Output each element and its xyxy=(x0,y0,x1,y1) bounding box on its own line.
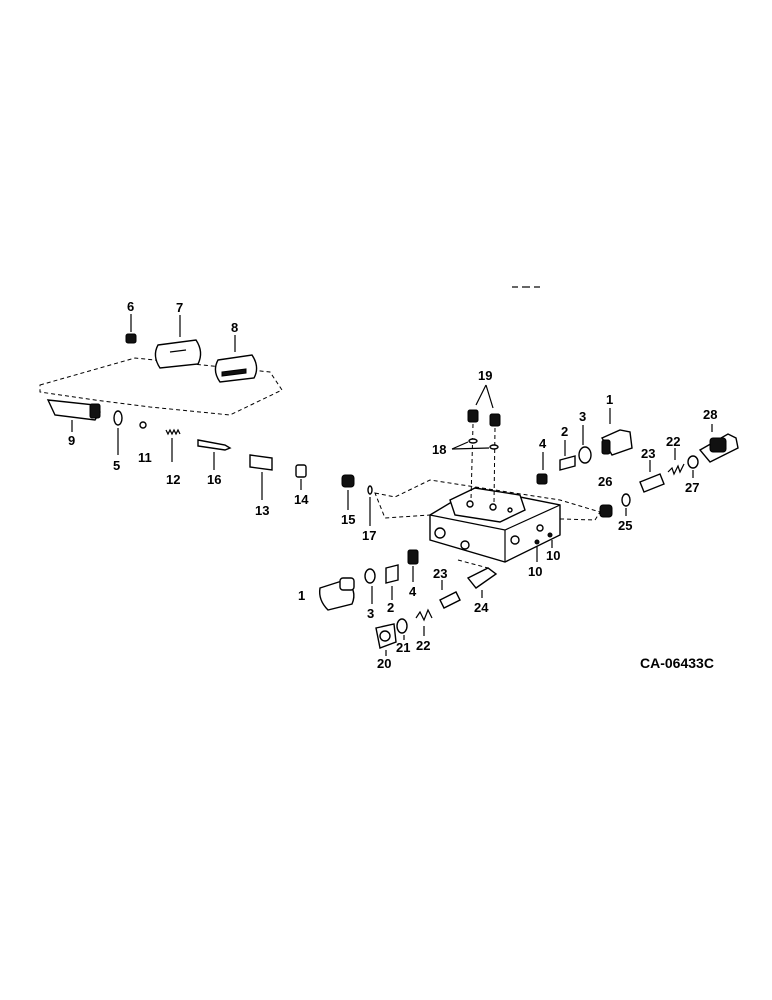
drawing-code: CA-06433C xyxy=(640,655,714,671)
label-10-lower: 10 xyxy=(528,564,542,579)
part-8-sleeve xyxy=(214,335,258,383)
label-13: 13 xyxy=(255,503,269,518)
part-4-upper xyxy=(536,452,548,485)
label-18: 18 xyxy=(432,442,446,457)
label-8: 8 xyxy=(231,320,238,335)
part-9-spool xyxy=(46,399,101,432)
label-20: 20 xyxy=(377,656,391,671)
label-12: 12 xyxy=(166,472,180,487)
part-13-plug xyxy=(249,454,273,500)
part-25-ring xyxy=(621,493,631,516)
label-2-upper: 2 xyxy=(561,424,568,439)
part-1-upper-plug xyxy=(600,408,633,456)
part-16-pin xyxy=(197,439,232,470)
label-25: 25 xyxy=(618,518,632,533)
label-11: 11 xyxy=(138,450,152,465)
part-3-lower-ring xyxy=(364,568,376,604)
part-12-spring xyxy=(165,428,181,462)
part-3-upper-ring xyxy=(578,425,592,464)
part-6-nut xyxy=(125,314,137,344)
valve-body xyxy=(429,487,561,563)
part-14-cap xyxy=(295,464,307,490)
label-14: 14 xyxy=(294,492,309,507)
label-1-lower: 1 xyxy=(298,588,305,603)
label-3-upper: 3 xyxy=(579,409,586,424)
label-4-upper: 4 xyxy=(539,436,547,451)
part-21-ring xyxy=(396,618,408,640)
label-2-lower: 2 xyxy=(387,600,394,615)
label-24: 24 xyxy=(474,600,489,615)
label-21: 21 xyxy=(396,640,410,655)
dashed-group-outline-left xyxy=(39,357,283,416)
part-1-lower-plug xyxy=(318,577,355,611)
part-2-upper-spring xyxy=(559,440,576,471)
part-22-lower-spring xyxy=(415,608,433,636)
label-5: 5 xyxy=(113,458,120,473)
label-9: 9 xyxy=(68,433,75,448)
label-23-upper: 23 xyxy=(641,446,655,461)
part-7-sleeve xyxy=(154,315,202,369)
label-10-right: 10 xyxy=(546,548,560,563)
part-15-fitting xyxy=(341,474,355,510)
label-16: 16 xyxy=(207,472,221,487)
label-22-lower: 22 xyxy=(416,638,430,653)
part-11-ball xyxy=(139,421,147,429)
part-2-lower-spring xyxy=(385,564,399,600)
part-17-ring xyxy=(367,485,373,526)
part-24-fitting xyxy=(457,559,498,598)
label-17: 17 xyxy=(362,528,376,543)
label-27: 27 xyxy=(685,480,699,495)
part-26-fitting xyxy=(599,504,613,518)
part-18-washers xyxy=(451,438,499,450)
label-26: 26 xyxy=(598,474,612,489)
part-28-fitting xyxy=(698,424,739,463)
part-23-upper xyxy=(639,460,665,493)
part-19-plugs xyxy=(467,384,501,504)
part-5-oring xyxy=(113,410,123,426)
label-23-lower: 23 xyxy=(433,566,447,581)
part-23-lower xyxy=(439,580,461,609)
label-6: 6 xyxy=(127,299,134,314)
label-7: 7 xyxy=(176,300,183,315)
label-3-lower: 3 xyxy=(367,606,374,621)
label-15: 15 xyxy=(341,512,355,527)
part-20-fitting xyxy=(375,623,397,656)
label-1-upper: 1 xyxy=(606,392,613,407)
part-10-pins xyxy=(534,532,553,562)
part-labels: 6 7 8 9 5 11 12 16 13 14 15 17 19 18 4 2… xyxy=(68,299,717,671)
part-27-ring xyxy=(687,455,699,478)
label-4-lower: 4 xyxy=(409,584,417,599)
label-19: 19 xyxy=(478,368,492,383)
part-22-upper-spring xyxy=(667,448,685,476)
label-22-upper: 22 xyxy=(666,434,680,449)
part-4-lower xyxy=(407,549,419,582)
label-28: 28 xyxy=(703,407,717,422)
